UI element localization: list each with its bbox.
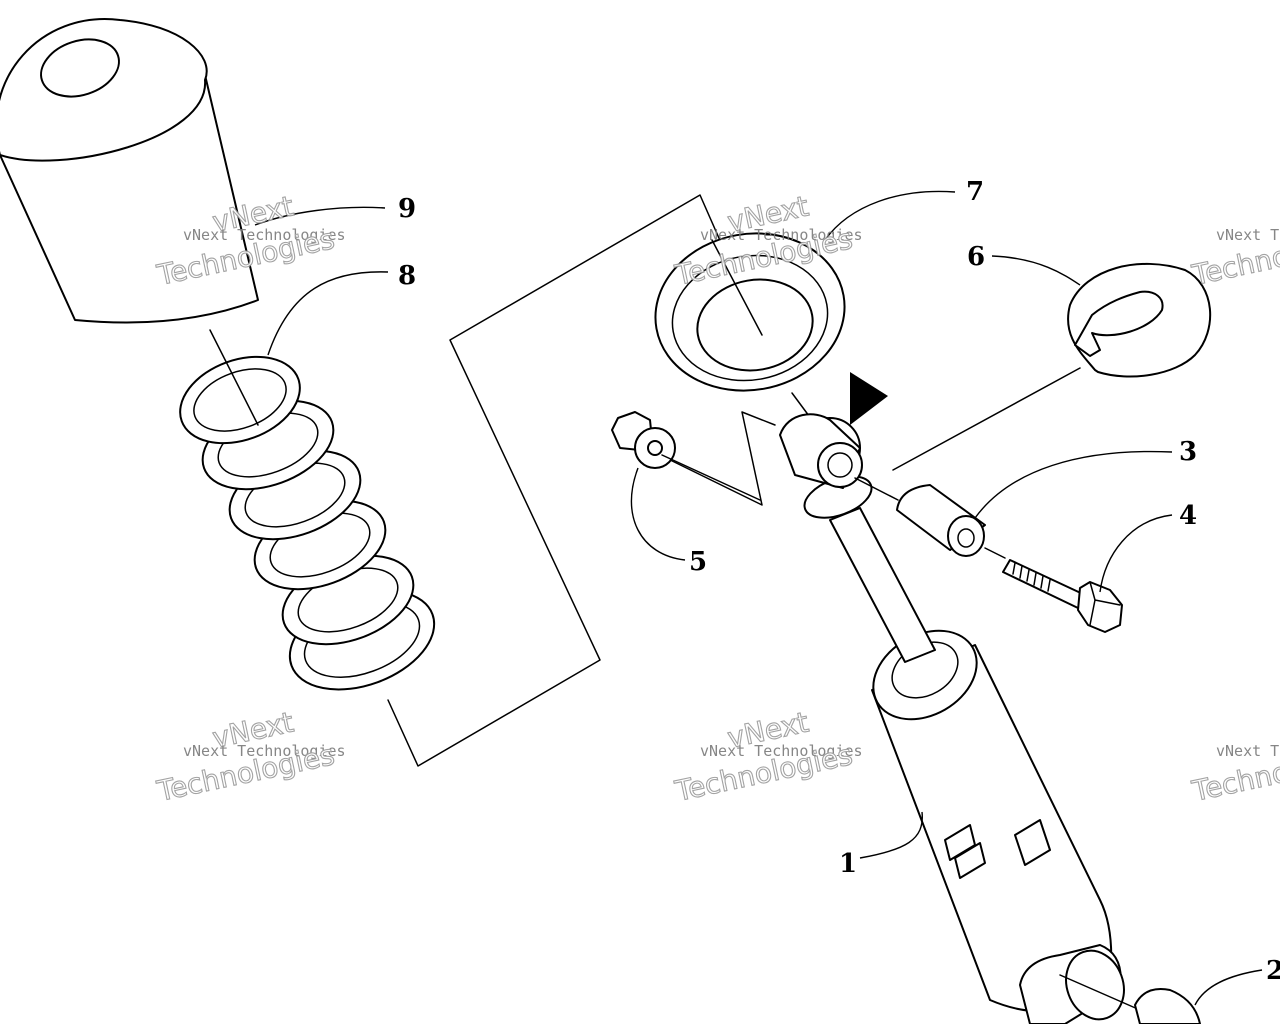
- watermark-top-right: vNext Technologies Technologies: [1188, 222, 1280, 293]
- callout-1: 1: [839, 849, 857, 879]
- watermark-bottom-left: vNext vNext Technologies Technologies: [153, 705, 346, 809]
- watermark-text: vNext Technologies: [1216, 226, 1280, 244]
- part-2-bushing: [1134, 988, 1201, 1024]
- orientation-arrow-icon: [850, 372, 888, 425]
- watermark-text: vNext Technologies: [700, 742, 863, 760]
- watermark-text: vNext Technologies: [183, 742, 346, 760]
- watermark-bottom-right: vNext Technologies Technologies: [1188, 738, 1280, 809]
- watermark-bottom-center: vNext vNext Technologies Technologies: [671, 705, 863, 809]
- callout-6: 6: [967, 242, 985, 272]
- assembly-bracket-lines: [387, 194, 1081, 767]
- callout-3: 3: [1179, 437, 1197, 467]
- watermark-top-left: vNext vNext Technologies Technologies: [153, 189, 346, 293]
- part-4-bolt: [1002, 559, 1123, 633]
- watermark-text: vNext Technologies: [700, 226, 863, 244]
- part-3-sleeve: [854, 477, 1006, 559]
- callout-7: 7: [966, 177, 984, 207]
- callout-2: 2: [1266, 956, 1280, 986]
- watermark-text: vNext Technologies: [1216, 742, 1280, 760]
- leader-lines: [254, 190, 1263, 1006]
- part-7-spring-seat: [654, 232, 846, 392]
- callout-4: 4: [1179, 501, 1197, 531]
- watermark-text: vNext Technologies: [183, 226, 346, 244]
- callout-8: 8: [398, 261, 416, 291]
- part-1-shock-absorber: [779, 413, 1141, 1024]
- callout-labels: 9 8 7 6 3 4 5 1 2: [398, 177, 1280, 986]
- part-5-flange-nut: [611, 411, 761, 501]
- part-8-coil-spring: [179, 329, 436, 691]
- part-6-slotted-retainer: [1067, 262, 1212, 378]
- callout-9: 9: [398, 194, 416, 224]
- callout-5: 5: [689, 547, 707, 577]
- part-9-spring-cover: [0, 18, 259, 324]
